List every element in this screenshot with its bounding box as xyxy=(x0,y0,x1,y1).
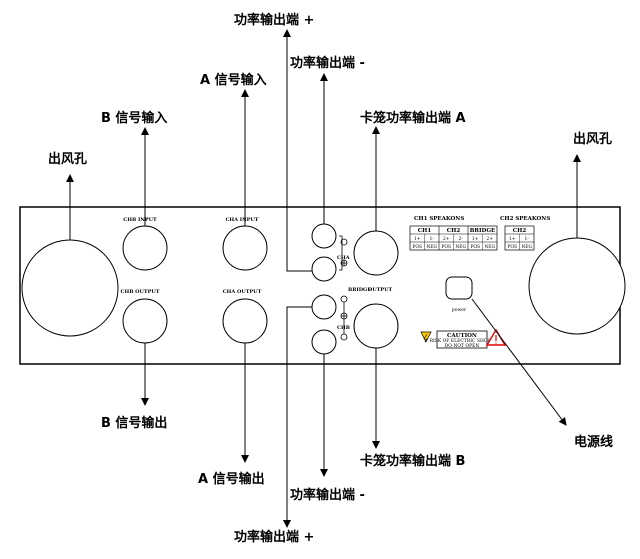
speakon-a-callout: 卡笼功率输出端 A xyxy=(360,110,466,126)
speakon-polarity-cell: NEG xyxy=(455,244,466,250)
speakon-b-connector[interactable] xyxy=(353,303,399,349)
power-cord-callout: 电源线 xyxy=(574,434,613,450)
speakon-header-cell: BRIDGE xyxy=(470,228,495,234)
left-vent-callout: 出风孔 xyxy=(48,151,87,167)
ch2-speakons-title: CH2 SPEAKONS xyxy=(500,216,550,222)
right-vent-callout: 出风孔 xyxy=(573,131,612,147)
bridge-plus-bottom-callout: 功率输出端 + xyxy=(234,529,314,545)
chb-input-callout: B 信号输入 xyxy=(101,110,167,126)
cha-input-connector[interactable] xyxy=(222,225,268,271)
chb-output-callout: B 信号输出 xyxy=(101,415,167,431)
speakon-polarity-cell: POS xyxy=(412,244,422,250)
power-label: power xyxy=(452,308,467,313)
speakon-pin-cell: 2+ xyxy=(486,236,493,242)
bridge-minus-bottom-callout: 功率输出端 - xyxy=(290,487,365,503)
cha-binding-post-top[interactable] xyxy=(311,223,337,249)
left-vent xyxy=(21,239,119,337)
cha-mark: CHA xyxy=(337,255,350,261)
speakon-b-callout: 卡笼功率输出端 B xyxy=(360,453,465,469)
cha-output-connector[interactable] xyxy=(222,298,268,344)
ch2-speakon-table: CH2 1+ 1- POS NEG xyxy=(504,225,535,251)
speakon-polarity-cell: NEG xyxy=(426,244,437,250)
speakon-pin-cell: 1- xyxy=(525,236,530,242)
speakon-pin-cell: 1+ xyxy=(414,236,421,242)
cha-output-label: CHA OUTPUT xyxy=(223,289,262,295)
cha-input-callout: A 信号输入 xyxy=(200,72,267,88)
power-socket[interactable] xyxy=(445,276,473,300)
chb-output-label: CHB OUTPUT xyxy=(121,289,160,295)
speakon-polarity-cell: POS xyxy=(470,244,480,250)
ch1-speakon-table: CH1 CH2 BRIDGE 1+ 1- 2+ 2- 1+ 2+ POS NEG POS NEG POS N… xyxy=(409,225,498,251)
caution-line-2: DO NOT OPEN xyxy=(445,343,480,349)
speakon-polarity-cell: POS xyxy=(441,244,451,250)
speakon-polarity-cell: NEG xyxy=(484,244,495,250)
speakon-a-connector[interactable] xyxy=(353,230,399,276)
speakon-pin-cell: 2- xyxy=(459,236,464,242)
chb-mark: CHB xyxy=(337,325,350,331)
ch1-speakons-title: CH1 SPEAKONS xyxy=(414,216,464,222)
caution-line-1: RISK OF ELECTRIC SHOCK xyxy=(430,338,495,344)
chb-binding-post-top[interactable] xyxy=(311,294,337,320)
callout-arrows xyxy=(66,29,581,528)
speakon-pin-cell: 1+ xyxy=(509,236,516,242)
speakon-header-cell: CH2 xyxy=(447,228,461,234)
speakon-header-cell: CH1 xyxy=(418,228,432,234)
output-label: OUTPUT xyxy=(368,287,393,293)
warning-lightning-icon xyxy=(420,331,432,343)
cha-binding-post-bottom[interactable] xyxy=(311,256,337,282)
bridge-plus-top-callout: 功率输出端 + xyxy=(234,12,314,28)
bridge-minus-top-callout: 功率输出端 - xyxy=(290,55,365,71)
speakon-pin-cell: 1+ xyxy=(472,236,479,242)
cha-output-callout: A 信号输出 xyxy=(198,471,265,487)
speakon-pin-cell: 2+ xyxy=(443,236,450,242)
speakon-polarity-cell: POS xyxy=(507,244,517,250)
speakon-pin-cell: 1- xyxy=(430,236,435,242)
right-vent xyxy=(528,237,626,335)
cha-input-label: CHA INPUT xyxy=(225,217,258,223)
speakon-header-cell: CH2 xyxy=(513,228,527,234)
bridge-label: BRIDGE xyxy=(348,287,371,293)
speakon-polarity-cell: NEG xyxy=(521,244,532,250)
caution-box xyxy=(436,330,488,349)
polarity-symbols xyxy=(339,235,348,341)
chb-binding-post-bottom[interactable] xyxy=(311,329,337,355)
chb-input-connector[interactable] xyxy=(122,225,168,271)
chb-input-label: CHB INPUT xyxy=(123,217,157,223)
caution-title: CAUTION xyxy=(447,333,477,339)
chb-output-connector[interactable] xyxy=(122,298,168,344)
